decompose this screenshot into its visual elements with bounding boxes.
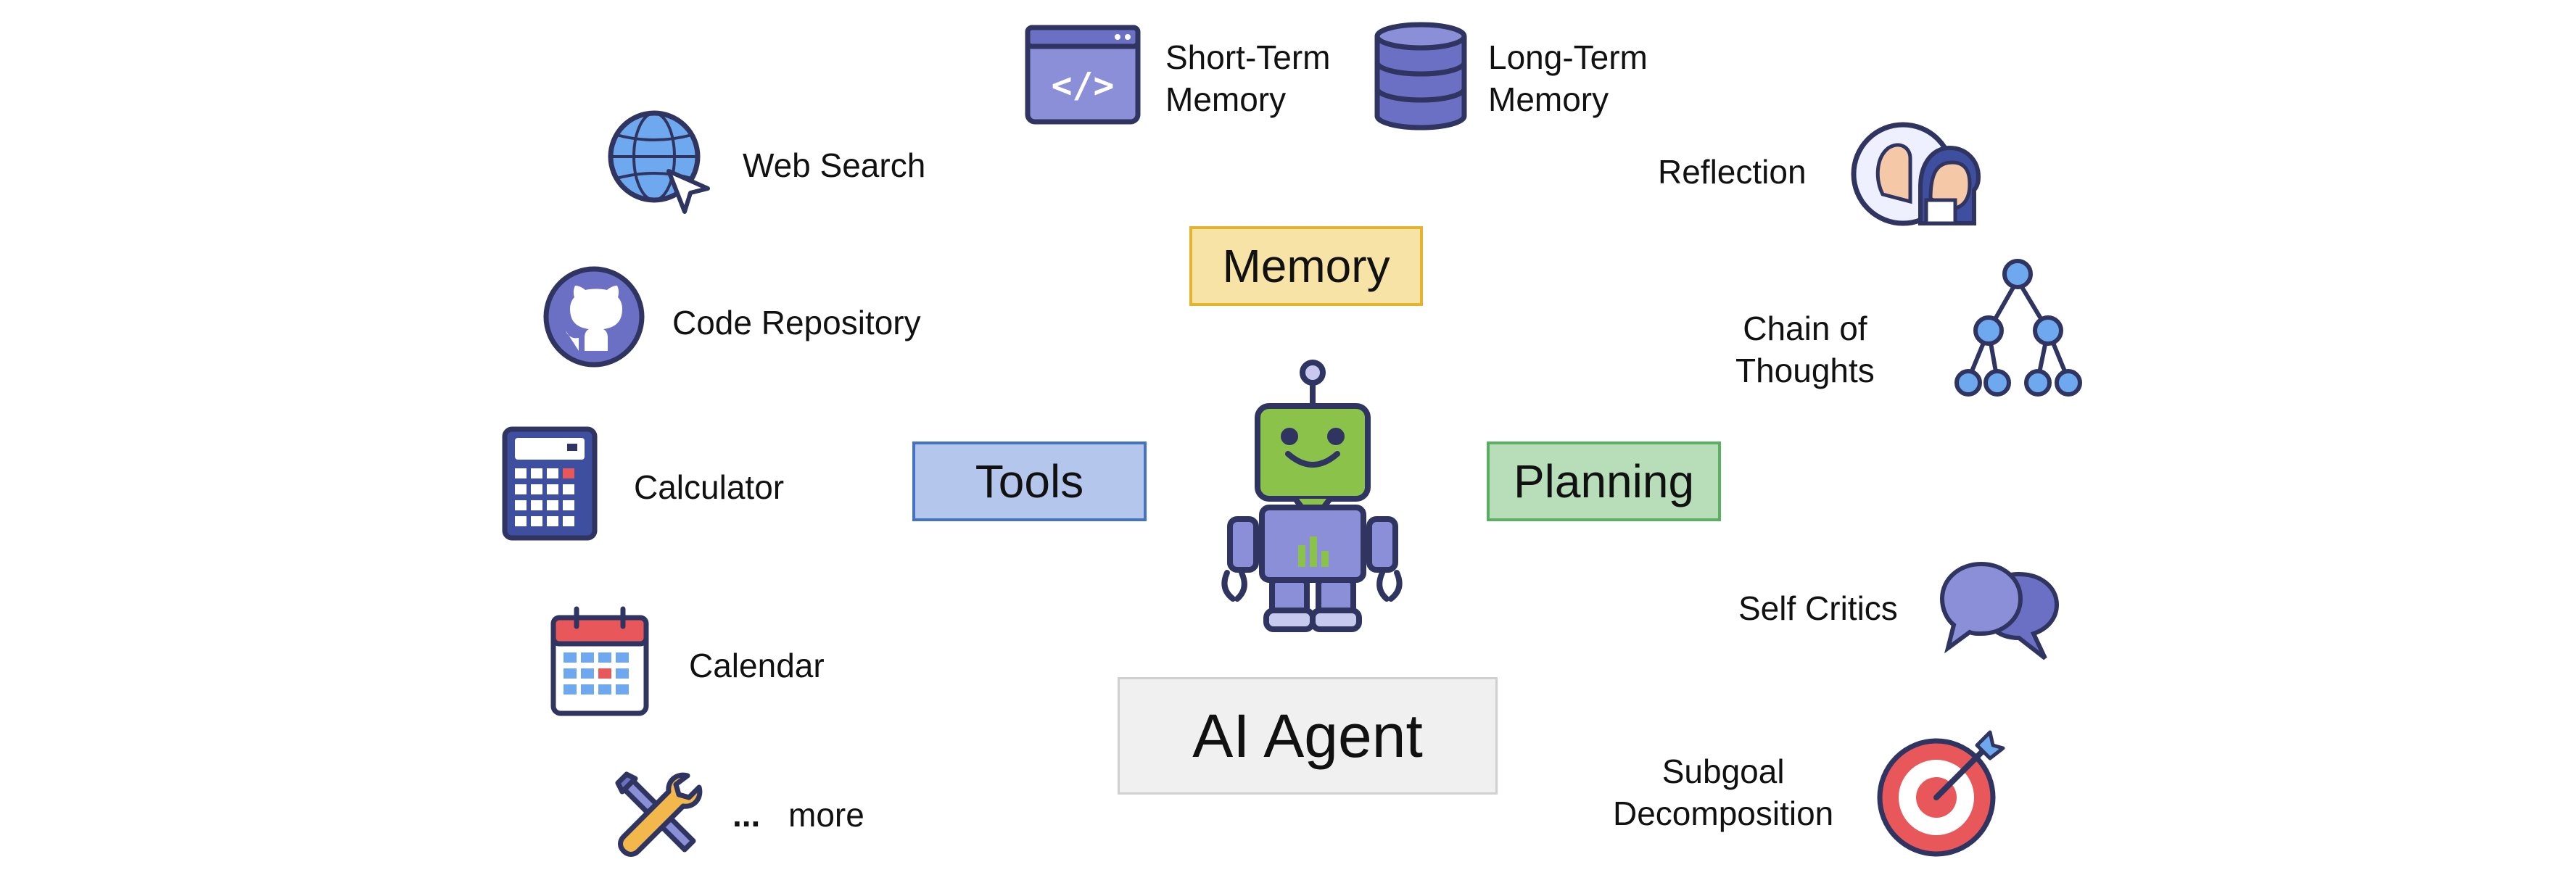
wrench-screwdriver-icon bbox=[609, 766, 711, 867]
self-critics-label: Self Critics bbox=[1738, 589, 1898, 627]
web-search-label: Web Search bbox=[743, 146, 926, 184]
chain-line2: Thoughts bbox=[1735, 352, 1875, 389]
short-term-memory-label: Short-Term Memory bbox=[1165, 36, 1330, 120]
calculator-label: Calculator bbox=[634, 468, 785, 506]
ai-agent-title: AI Agent bbox=[1192, 701, 1423, 770]
chain-line1: Chain of bbox=[1743, 310, 1867, 347]
robot-icon bbox=[1211, 355, 1414, 638]
long-term-line2: Memory bbox=[1488, 80, 1609, 118]
target-arrow-icon bbox=[1875, 728, 2006, 858]
subgoal-line2: Decomposition bbox=[1613, 795, 1834, 832]
subgoal-decomposition-label: Subgoal Decomposition bbox=[1613, 750, 1833, 834]
calendar-label: Calendar bbox=[689, 647, 825, 684]
calculator-icon bbox=[502, 426, 598, 541]
subgoal-line1: Subgoal bbox=[1661, 753, 1785, 790]
calendar-icon bbox=[549, 605, 651, 718]
github-icon bbox=[542, 265, 645, 368]
planning-box: Planning bbox=[1487, 441, 1721, 521]
svg-text:</>: </> bbox=[1052, 65, 1115, 106]
more-label: more bbox=[788, 796, 864, 834]
code-window-icon: </> bbox=[1025, 25, 1141, 126]
reflection-faces-icon bbox=[1851, 119, 1989, 228]
planning-box-label: Planning bbox=[1513, 455, 1695, 507]
long-term-memory-label: Long-Term Memory bbox=[1488, 36, 1648, 120]
long-term-line1: Long-Term bbox=[1488, 38, 1648, 76]
chat-bubbles-icon bbox=[1938, 560, 2061, 668]
reflection-label: Reflection bbox=[1658, 153, 1807, 191]
code-repository-label: Code Repository bbox=[672, 304, 921, 341]
memory-box: Memory bbox=[1189, 226, 1423, 306]
tools-box-label: Tools bbox=[975, 455, 1084, 507]
short-term-line2: Memory bbox=[1165, 80, 1287, 118]
memory-box-label: Memory bbox=[1222, 240, 1390, 292]
ai-agent-box: AI Agent bbox=[1118, 677, 1498, 795]
chain-of-thoughts-label: Chain of Thoughts bbox=[1735, 307, 1875, 391]
more-ellipsis: ... bbox=[732, 796, 761, 834]
tools-box: Tools bbox=[912, 441, 1147, 521]
short-term-line1: Short-Term bbox=[1165, 38, 1331, 76]
tree-diagram-icon bbox=[1952, 258, 2084, 400]
globe-cursor-icon bbox=[606, 109, 715, 217]
database-icon bbox=[1373, 22, 1469, 130]
